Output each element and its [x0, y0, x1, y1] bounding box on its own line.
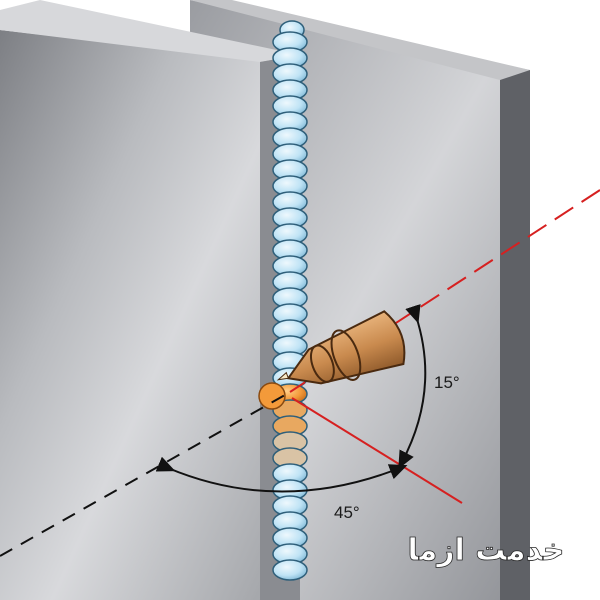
angle-arc-15 — [398, 304, 427, 470]
left-plate-face — [0, 30, 260, 600]
weld-pool — [258, 382, 286, 410]
left-plate-top-edge — [0, 0, 300, 62]
angle-arc-45 — [155, 456, 408, 493]
right-plate — [190, 0, 530, 600]
angle-label-45: 45° — [334, 503, 360, 522]
nozzle-ring — [330, 329, 362, 381]
nozzle-ring — [309, 344, 335, 383]
right-plate-face — [190, 0, 530, 600]
torch-axis-extension — [0, 394, 286, 557]
welding-wire-tip — [276, 371, 290, 381]
angle-label-15: 15° — [434, 373, 460, 392]
plate-reference-line — [291, 397, 463, 504]
left-plate — [0, 0, 300, 600]
weld-ripple — [272, 559, 308, 581]
right-plate-top-edge — [190, 0, 530, 80]
right-plate-side-edge — [500, 70, 530, 600]
weld-bead — [258, 20, 308, 581]
watermark-text: خدمت ازما — [407, 533, 564, 568]
